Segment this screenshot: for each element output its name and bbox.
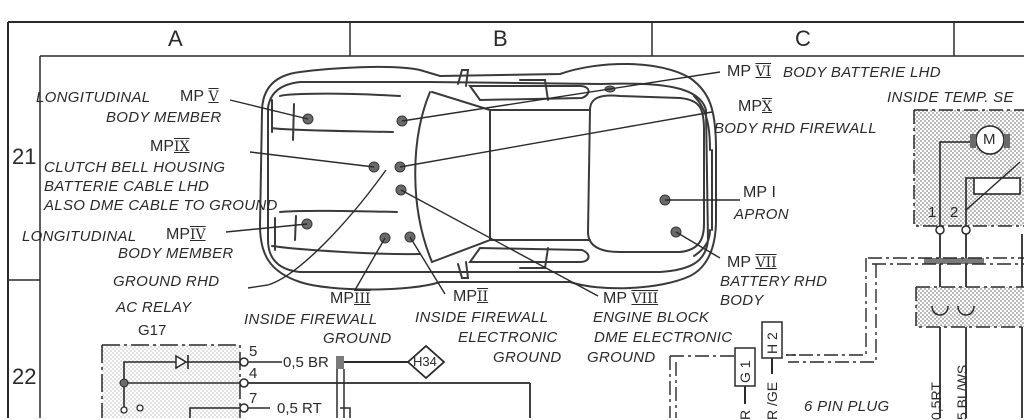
ac-relay (101, 344, 249, 418)
mp6-label: MP VI (727, 63, 771, 81)
mp4-line1: LONGITUDINAL (22, 228, 137, 245)
mp4-label: MPIV (166, 226, 206, 244)
relay-pin-5: 5 (249, 343, 258, 360)
mp8-line1: ENGINE BLOCK (593, 309, 710, 326)
mp3-prefix: MP (330, 290, 354, 307)
connector-h34-label: H34 (413, 354, 437, 369)
connectors-g1-h2 (734, 321, 800, 404)
column-header-c: C (795, 26, 811, 51)
mp3-roman: III (354, 291, 371, 307)
wire-label-r-ge: R /GE (764, 381, 780, 420)
plug-housing (915, 258, 1024, 328)
mp9-line2: BATTERIE CABLE LHD (44, 178, 210, 195)
row-header-21: 21 (12, 144, 37, 169)
column-header-b: B (493, 26, 508, 51)
mp2-line1: INSIDE FIREWALL (415, 309, 549, 326)
connector-h2-label: H 2 (764, 332, 780, 354)
plug-boundary (669, 257, 1024, 418)
mp3-label: MPIII (330, 290, 371, 308)
mp3-line2: GROUND (323, 330, 392, 347)
mp4-roman: IV (190, 227, 206, 243)
inside-temp-sensor (913, 109, 1024, 418)
mp6-line1: BODY BATTERIE LHD (783, 64, 941, 81)
connector-g1-label: G 1 (737, 360, 753, 383)
mp9-roman: IX (174, 139, 190, 155)
mp8-roman: VIII (631, 291, 659, 307)
mp7-roman: VII (755, 255, 777, 271)
wire-label-0-5-br: 0,5 BR (283, 354, 329, 371)
wire-label-0-5-rt: 0,5 RT (277, 400, 322, 417)
ac-relay-title: AC RELAY (116, 299, 192, 316)
mp6-prefix: MP (727, 63, 751, 80)
mp8-label: MP VIII (603, 290, 658, 308)
mp8-line2: DME ELECTRONIC (594, 329, 733, 346)
mp4-line2: BODY MEMBER (118, 245, 234, 262)
mp2-line2: ELECTRONIC (458, 329, 558, 346)
mp5-line2: BODY MEMBER (106, 109, 222, 126)
relay-pin-7: 7 (249, 390, 258, 407)
column-header-a: A (168, 26, 183, 51)
wire-label-bl-ws: 5 BL/WS (954, 364, 970, 420)
row-header-22: 22 (12, 364, 37, 389)
mp8-prefix: MP (603, 290, 627, 307)
motor-symbol-label: M (983, 131, 996, 148)
six-pin-plug-label: 6 PIN PLUG (804, 398, 890, 415)
mp2-roman: II (477, 289, 489, 305)
mp10-roman: X (762, 99, 772, 115)
sensor-pin-2: 2 (950, 204, 959, 221)
mp10-line1: BODY RHD FIREWALL (714, 120, 877, 137)
relay-pin-4: 4 (249, 365, 258, 382)
mp2-prefix: MP (453, 288, 477, 305)
mp7-prefix: MP (727, 254, 751, 271)
mp2-line3: GROUND (493, 349, 562, 366)
relay-wires (248, 344, 531, 418)
mp1-prefix: MP (743, 184, 767, 201)
wire-label-0-5rt: 0,5RT (928, 382, 944, 420)
mp10-label: MPX (738, 98, 772, 116)
mp9-line1: CLUTCH BELL HOUSING (44, 159, 226, 176)
ac-relay-code: G17 (138, 322, 167, 339)
wire-label-r: R (737, 409, 753, 420)
mp2-label: MPII (453, 288, 488, 306)
mp1-line1: APRON (734, 206, 789, 223)
mp8-line3: GROUND (587, 349, 656, 366)
grid-frame (7, 21, 1024, 418)
mp5-label: MP V (180, 88, 219, 106)
car-outline (258, 63, 717, 291)
mp9-line3: ALSO DME CABLE TO GROUND (44, 197, 278, 214)
mp1-label: MP I (743, 184, 776, 202)
mp1-roman: I (771, 184, 776, 201)
sensor-pin-1: 1 (928, 204, 937, 221)
mp7-label: MP VII (727, 254, 777, 272)
mp10-prefix: MP (738, 98, 762, 115)
mp5-roman: V (208, 89, 219, 105)
mp6-roman: VI (755, 64, 772, 80)
ground-rhd-label: GROUND RHD (113, 273, 220, 290)
mp5-line1: LONGITUDINAL (36, 89, 151, 106)
mp7-line2: BODY (720, 292, 764, 309)
mp5-prefix: MP (180, 88, 204, 105)
mp9-prefix: MP (150, 138, 174, 155)
mp9-label: MPIX (150, 138, 190, 156)
mp4-prefix: MP (166, 226, 190, 243)
mp3-line1: INSIDE FIREWALL (244, 311, 378, 328)
leader-lines (225, 71, 740, 297)
mp7-line1: BATTERY RHD (720, 273, 828, 290)
inside-temp-sensor-title: INSIDE TEMP. SE (887, 89, 1014, 106)
